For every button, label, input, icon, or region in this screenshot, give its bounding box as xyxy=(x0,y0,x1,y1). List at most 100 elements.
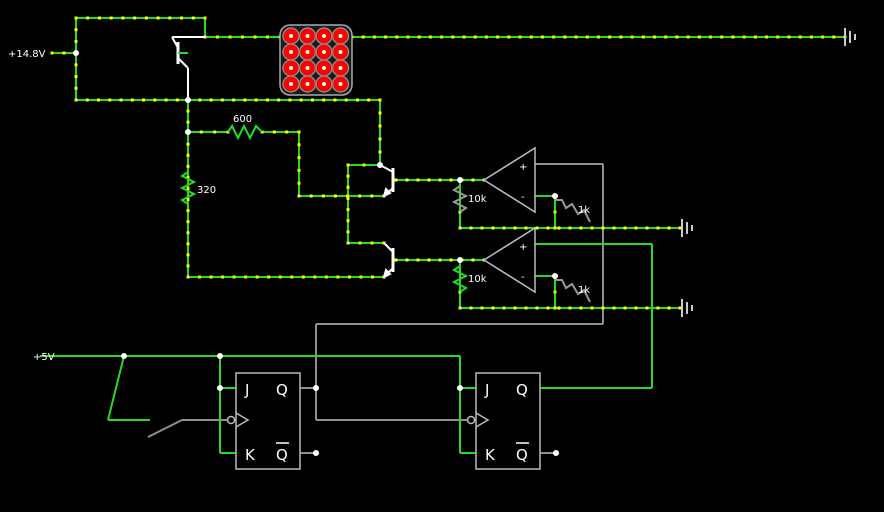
current-dot xyxy=(384,35,388,39)
current-dot xyxy=(438,258,442,262)
ff2-k-pin: K xyxy=(485,446,496,464)
jk-flip-flop-2[interactable]: J K Q Q xyxy=(466,372,541,470)
current-dot xyxy=(579,226,583,230)
current-dot xyxy=(765,35,769,39)
current-dot xyxy=(186,198,190,202)
current-dot xyxy=(557,306,561,310)
ff2-qbar-pin: Q xyxy=(516,446,528,464)
opamp-lower-plus: + xyxy=(519,242,527,253)
current-dot xyxy=(535,306,539,310)
current-dot xyxy=(86,16,90,20)
current-dot xyxy=(358,194,362,198)
ground-symbol-icon xyxy=(681,299,693,317)
current-dot xyxy=(85,98,89,102)
junction-nodes xyxy=(73,50,559,456)
current-dot xyxy=(355,98,359,102)
current-dot xyxy=(597,35,600,39)
current-dot xyxy=(199,130,203,134)
current-dot xyxy=(322,98,326,102)
current-dot xyxy=(378,111,382,115)
current-dot xyxy=(469,226,473,230)
current-dot xyxy=(108,98,112,102)
current-dot xyxy=(502,226,506,230)
supply-14v8-label: +14.8V xyxy=(8,49,46,60)
current-dot xyxy=(253,35,257,39)
current-dot xyxy=(406,35,410,39)
current-dot xyxy=(656,226,660,230)
led-array-icon[interactable] xyxy=(279,24,353,96)
current-dot xyxy=(361,35,365,39)
current-dot xyxy=(153,98,157,102)
current-dot xyxy=(612,226,616,230)
current-dot xyxy=(568,226,572,230)
op-amp-upper-icon[interactable]: + - xyxy=(482,146,536,214)
resistor-600-label: 600 xyxy=(233,114,252,125)
current-dot xyxy=(121,16,125,20)
npn-transistor-icon[interactable] xyxy=(382,242,395,279)
jk-flip-flop-1[interactable]: J K Q Q xyxy=(226,372,301,470)
pnp-transistor-icon[interactable] xyxy=(171,36,205,100)
resistor-600[interactable] xyxy=(227,123,263,141)
current-dot xyxy=(378,137,382,141)
current-dot xyxy=(623,226,627,230)
current-dot xyxy=(297,130,301,134)
current-dot xyxy=(619,35,623,39)
current-dot xyxy=(288,98,292,102)
current-dot xyxy=(50,51,54,55)
current-dot xyxy=(821,35,825,39)
current-dot xyxy=(612,306,616,310)
ff2-j-pin: J xyxy=(484,381,489,399)
resistor-1k-upper[interactable] xyxy=(555,199,591,223)
current-dot xyxy=(297,194,301,198)
current-dot xyxy=(469,306,473,310)
current-dot xyxy=(553,290,557,294)
current-dot xyxy=(540,35,544,39)
resistor-1k-lower[interactable] xyxy=(555,279,591,303)
potentiometer-upper[interactable] xyxy=(451,185,469,213)
current-dot xyxy=(641,35,645,39)
current-dot xyxy=(667,306,671,310)
ff1-q-pin: Q xyxy=(276,381,288,399)
current-dot xyxy=(266,35,269,39)
current-dot xyxy=(451,35,455,39)
current-dot xyxy=(553,210,557,214)
current-dot xyxy=(484,35,488,39)
led-terminal xyxy=(322,66,326,70)
current-dot xyxy=(344,98,348,102)
op-amp-lower-icon[interactable]: + - xyxy=(482,226,536,294)
current-dot xyxy=(645,306,649,310)
current-dot xyxy=(557,226,561,230)
r-fb-lower-label: 1k xyxy=(578,285,590,296)
current-dot xyxy=(394,178,398,182)
current-dot xyxy=(309,194,313,198)
current-dot xyxy=(590,226,594,230)
current-dot xyxy=(301,275,305,279)
potentiometer-lower[interactable] xyxy=(451,265,469,293)
resistor-320[interactable] xyxy=(179,171,197,205)
current-dot xyxy=(221,275,225,279)
current-dot xyxy=(74,98,78,102)
current-dot xyxy=(553,306,557,310)
current-dot xyxy=(546,226,550,230)
opamp-lower-minus: - xyxy=(521,272,525,283)
current-dot xyxy=(244,275,248,279)
current-dot xyxy=(144,16,148,20)
current-dot xyxy=(74,28,78,32)
current-dot xyxy=(232,275,236,279)
current-dot xyxy=(74,75,78,79)
current-dot xyxy=(241,35,244,39)
current-dot xyxy=(405,178,409,182)
current-dot xyxy=(697,35,701,39)
pot-lower-label: 10k xyxy=(468,274,487,285)
current-dot xyxy=(333,194,337,198)
led-terminal xyxy=(322,82,326,86)
led-terminal xyxy=(338,34,343,38)
current-dot xyxy=(186,253,190,257)
current-dot xyxy=(416,258,420,262)
current-dot xyxy=(362,163,366,167)
npn-transistor-icon[interactable] xyxy=(379,164,395,198)
current-dot xyxy=(278,275,282,279)
current-dot xyxy=(634,306,638,310)
current-dot xyxy=(546,306,550,310)
